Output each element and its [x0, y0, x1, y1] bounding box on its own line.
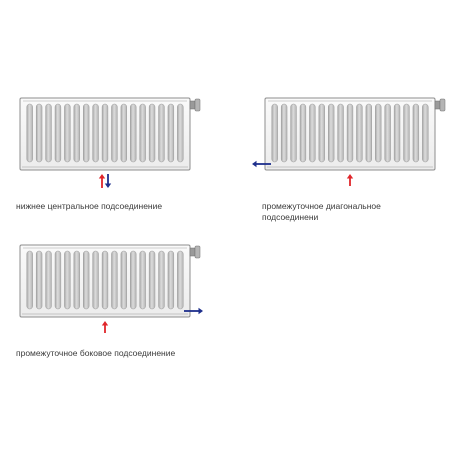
- radiator-fin: [45, 250, 52, 310]
- radiator-fin: [35, 250, 43, 310]
- caption-intermediate-diagonal: промежуточное диагональное подсоединени: [262, 201, 381, 223]
- radiator-fin: [148, 103, 156, 163]
- radiator-fin: [83, 103, 90, 163]
- radiator-fin: [177, 103, 184, 163]
- radiator-fin: [318, 103, 325, 163]
- caption-bottom-central: нижнее центральное подсоединение: [16, 201, 163, 211]
- radiator-intermediate-side-svg: [19, 244, 203, 333]
- radiator-fin: [158, 250, 165, 310]
- radiator-fin: [139, 250, 146, 310]
- radiator-fin: [73, 103, 80, 163]
- radiator-fin: [64, 103, 71, 163]
- radiator-fin: [158, 103, 165, 163]
- radiator-fin: [271, 103, 278, 163]
- radiator-fin: [290, 103, 297, 163]
- radiator-fin: [54, 103, 62, 163]
- radiator-fin: [299, 103, 307, 163]
- radiator-fin: [309, 103, 316, 163]
- radiator-fin: [139, 103, 146, 163]
- caption-intermediate-diagonal-line-2: подсоединени: [262, 212, 319, 222]
- radiator-fin: [101, 103, 109, 163]
- caption-intermediate-diagonal-line-1: промежуточное диагональное: [262, 201, 381, 211]
- radiator-fin: [92, 103, 99, 163]
- caption-intermediate-side: промежуточное боковое подсоединение: [16, 348, 176, 358]
- radiator-fin: [375, 103, 382, 163]
- radiator-fin: [346, 103, 354, 163]
- radiator-fin: [337, 103, 344, 163]
- valve-icon: [189, 245, 201, 259]
- radiator-fin: [26, 250, 33, 310]
- radiator-fin: [403, 103, 410, 163]
- radiator-fin: [422, 103, 429, 163]
- supply-arrow-icon: [98, 174, 106, 188]
- radiator-fin: [83, 250, 90, 310]
- radiator-fin: [280, 103, 288, 163]
- radiator-fin: [120, 250, 128, 310]
- radiator-intermediate-diagonal-svg: [252, 97, 446, 186]
- radiator-fin: [356, 103, 363, 163]
- radiator-fin: [328, 103, 335, 163]
- radiator-fin: [167, 250, 175, 310]
- radiator-bottom-central-svg: [19, 97, 201, 188]
- radiator-fin: [120, 103, 128, 163]
- radiator-fin: [92, 250, 99, 310]
- radiator-fin: [35, 103, 43, 163]
- return-arrow-icon: [252, 160, 271, 168]
- radiator-fin: [111, 103, 118, 163]
- radiator-fin: [111, 250, 118, 310]
- radiator-fin: [412, 103, 420, 163]
- radiator-fin: [365, 103, 373, 163]
- radiator-fin: [73, 250, 80, 310]
- radiator-fin: [26, 103, 33, 163]
- radiator-fin: [177, 250, 184, 310]
- radiator-fin: [384, 103, 391, 163]
- radiator-fin: [167, 103, 175, 163]
- radiator-fin: [64, 250, 71, 310]
- radiator-fin: [54, 250, 62, 310]
- valve-icon: [434, 98, 446, 112]
- radiator-fin: [45, 103, 52, 163]
- valve-icon: [189, 98, 201, 112]
- supply-arrow-icon: [346, 174, 354, 186]
- radiator-fin: [130, 250, 137, 310]
- radiator-fin: [393, 103, 401, 163]
- radiator-diagram-bottom-central: [10, 88, 210, 198]
- radiator-diagram-intermediate-diagonal: [252, 88, 450, 198]
- supply-arrow-icon: [101, 321, 109, 333]
- radiator-fin: [130, 103, 137, 163]
- return-arrow-icon: [104, 174, 112, 188]
- radiator-diagram-intermediate-side: [10, 235, 210, 345]
- radiator-fin: [148, 250, 156, 310]
- return-arrow-icon: [184, 307, 203, 315]
- radiator-fin: [101, 250, 109, 310]
